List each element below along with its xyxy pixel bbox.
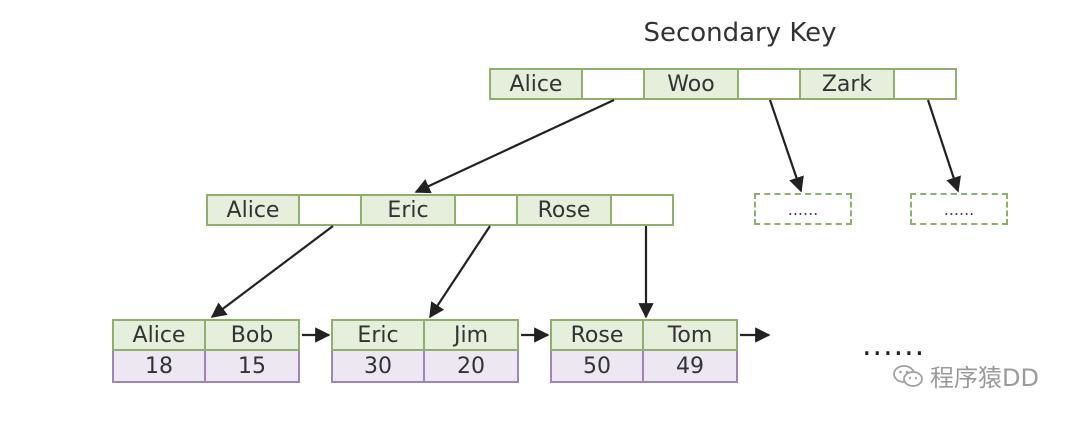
arrow-root-to-placeholder-1 [768,99,804,193]
root-key-3: Zark [801,68,895,100]
arrow-root-to-placeholder-2 [926,99,961,193]
leaf-2-key-2: Jim [425,319,519,351]
root-node: Alice Woo Zark [489,68,957,100]
arrow-root-to-internal [414,99,615,194]
internal-pointer-2 [456,194,518,226]
placeholder-node-1: ...... [754,193,852,225]
arrow-internal-to-leaf-2 [429,225,491,319]
leaf-1-value-2: 15 [206,351,300,383]
leaf-3-value-2: 49 [644,351,738,383]
internal-key-1: Alice [206,194,300,226]
internal-pointer-3 [612,194,674,226]
root-key-1: Alice [489,68,583,100]
leaf-3-key-2: Tom [644,319,738,351]
internal-node: Alice Eric Rose [206,194,674,226]
more-leaves-ellipsis: ...... [862,328,926,363]
watermark-text: 程序猿DD [930,364,1039,392]
internal-key-2: Eric [362,194,456,226]
leaf-1-value-1: 18 [112,351,206,383]
diagram-title: Secondary Key [643,18,837,48]
leaf-2-key-1: Eric [331,319,425,351]
leaf-3-value-1: 50 [550,351,644,383]
leaf-node-1: Alice Bob 18 15 [112,319,300,383]
root-pointer-1 [583,68,645,100]
leaf-node-2: Eric Jim 30 20 [331,319,519,383]
watermark: 程序猿DD [892,358,1039,393]
root-pointer-2 [739,68,801,100]
wechat-icon [893,364,923,387]
leaf-1-key-2: Bob [206,319,300,351]
root-pointer-3 [895,68,957,100]
root-key-2: Woo [645,68,739,100]
arrow-internal-to-leaf-1 [210,225,334,318]
leaf-2-value-2: 20 [425,351,519,383]
placeholder-node-2: ...... [910,193,1008,225]
leaf-3-key-1: Rose [550,319,644,351]
internal-pointer-1 [300,194,362,226]
internal-key-3: Rose [518,194,612,226]
leaf-node-3: Rose Tom 50 49 [550,319,738,383]
leaf-2-value-1: 30 [331,351,425,383]
leaf-1-key-1: Alice [112,319,206,351]
